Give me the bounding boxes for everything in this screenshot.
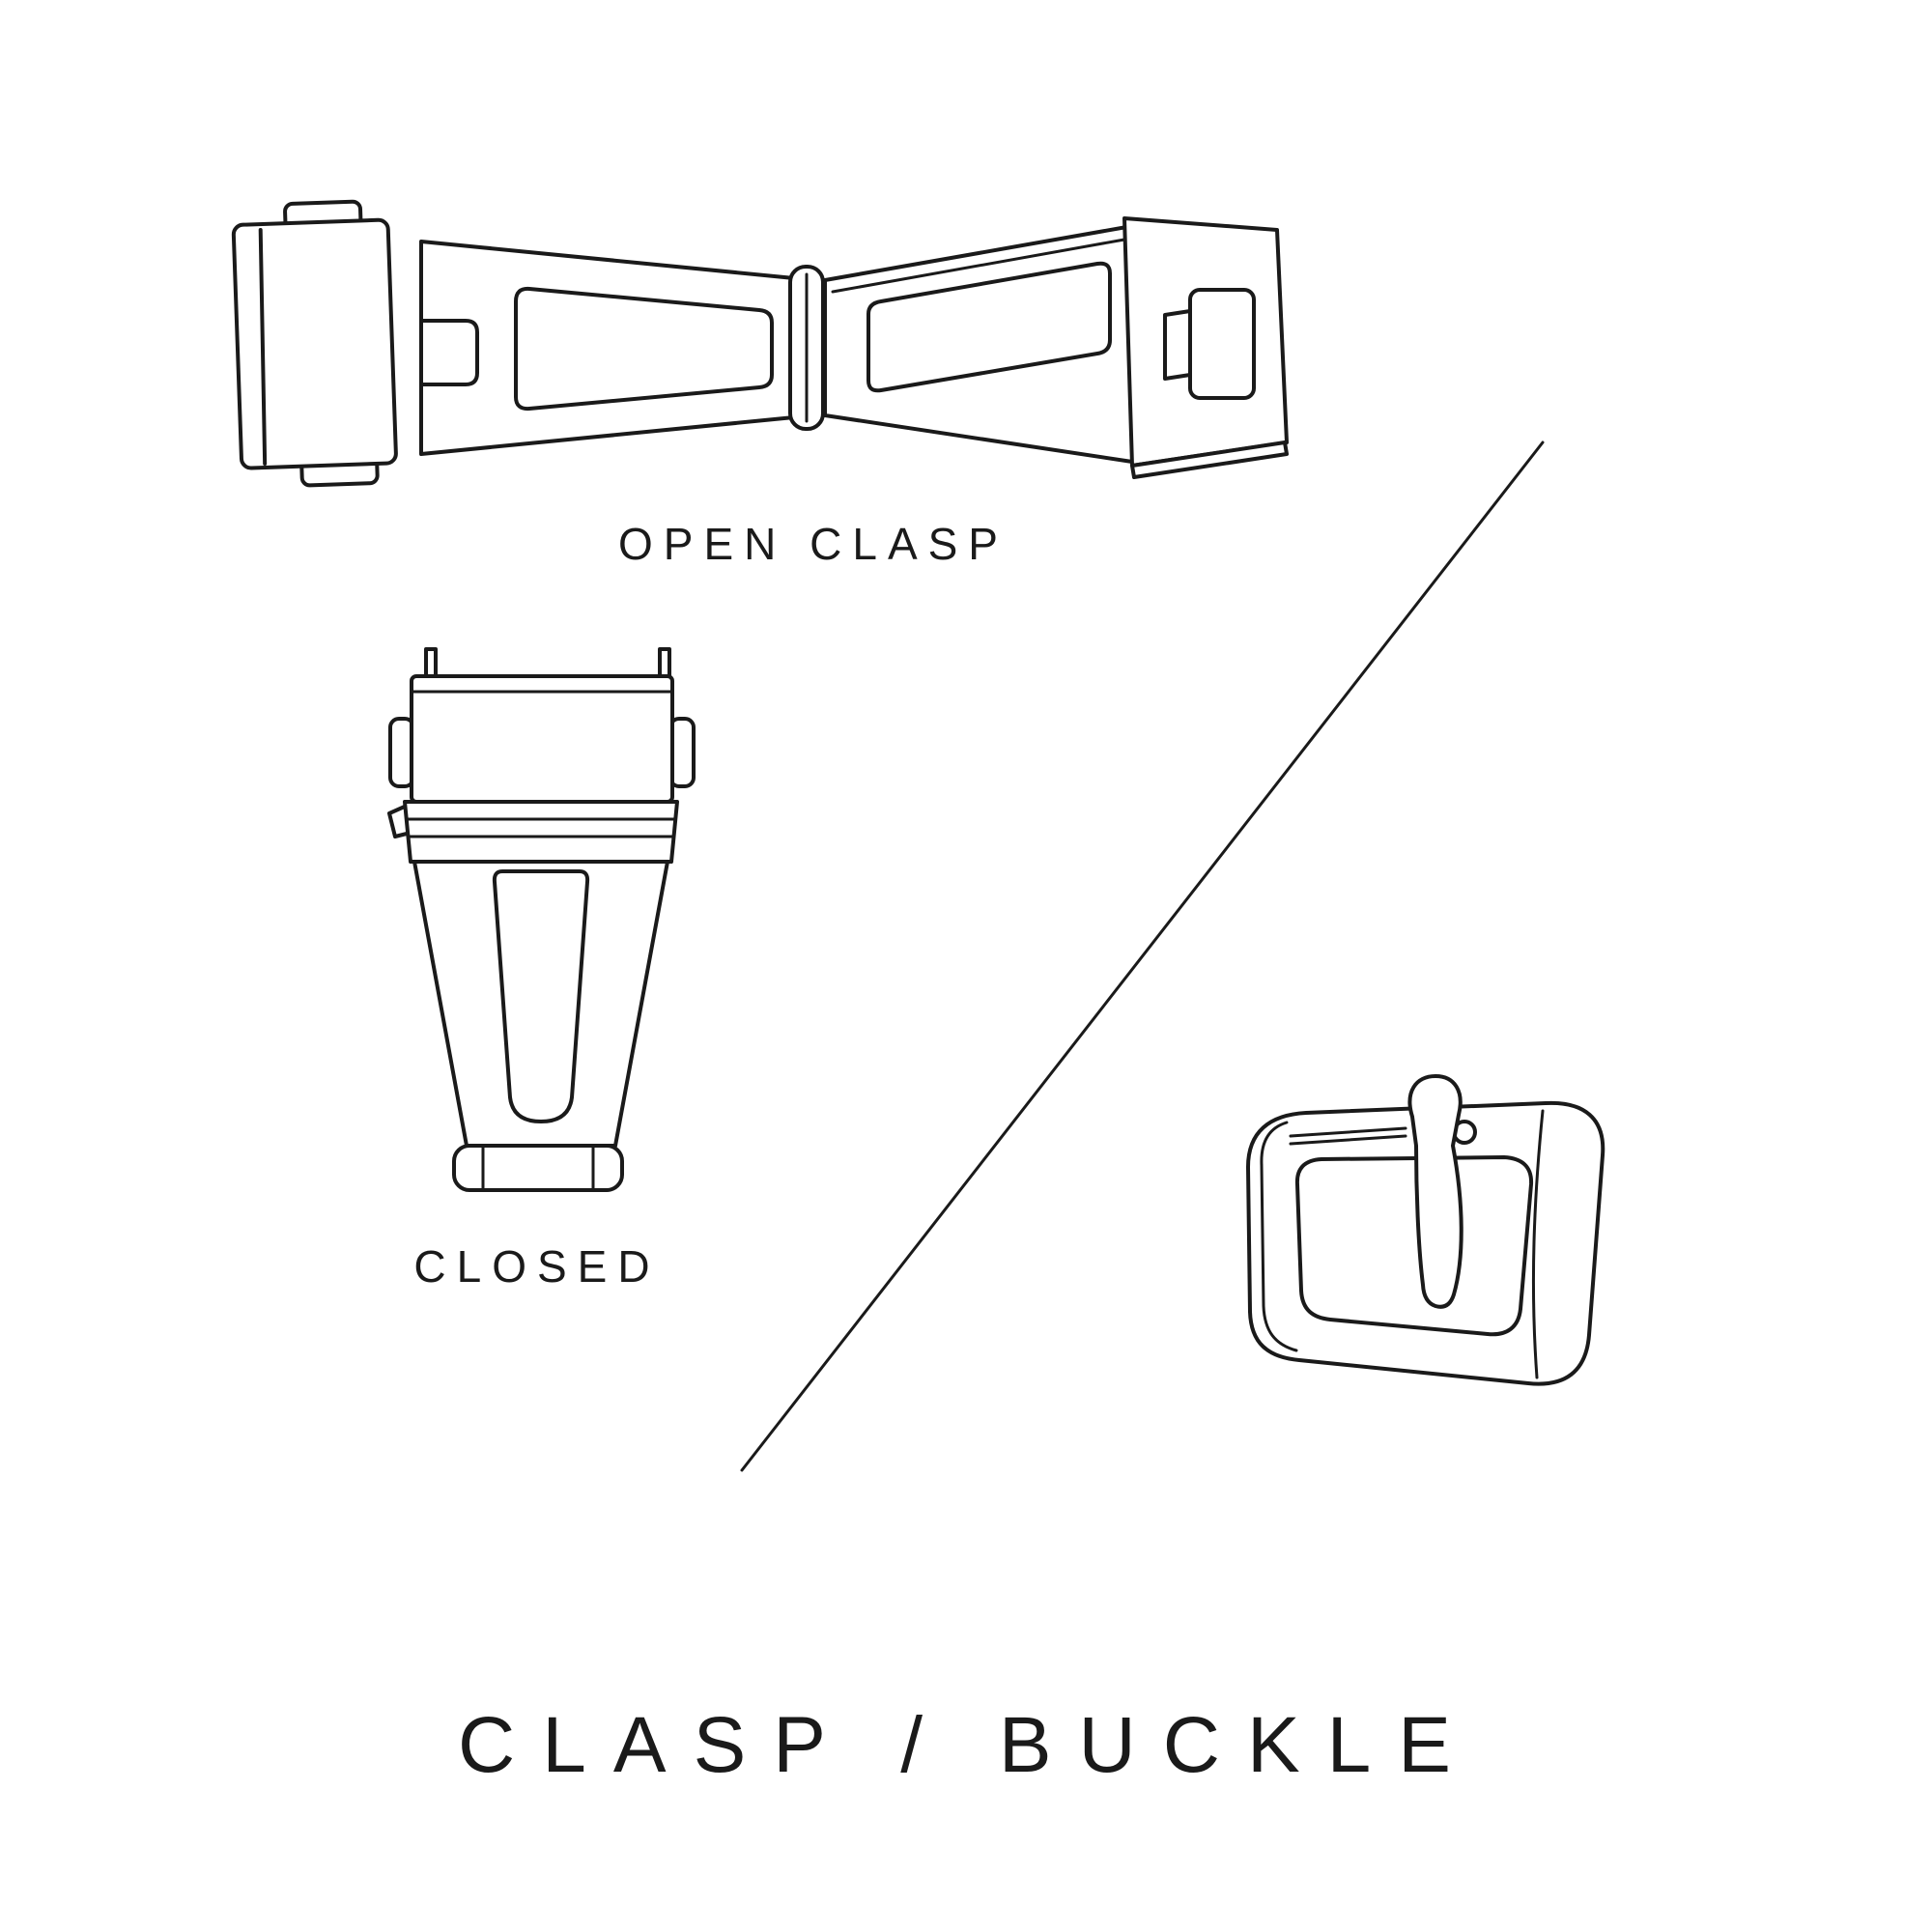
open-clasp-label: OPEN CLASP (618, 519, 1009, 569)
buckle-illustration (1246, 1074, 1605, 1386)
page-title: CLASP / BUCKLE (458, 1701, 1478, 1789)
divider-line (740, 440, 1545, 1472)
closed-clasp-illustration (387, 647, 696, 1192)
open-clasp-illustration (231, 199, 1289, 488)
closed-clasp-label: CLOSED (413, 1241, 661, 1292)
